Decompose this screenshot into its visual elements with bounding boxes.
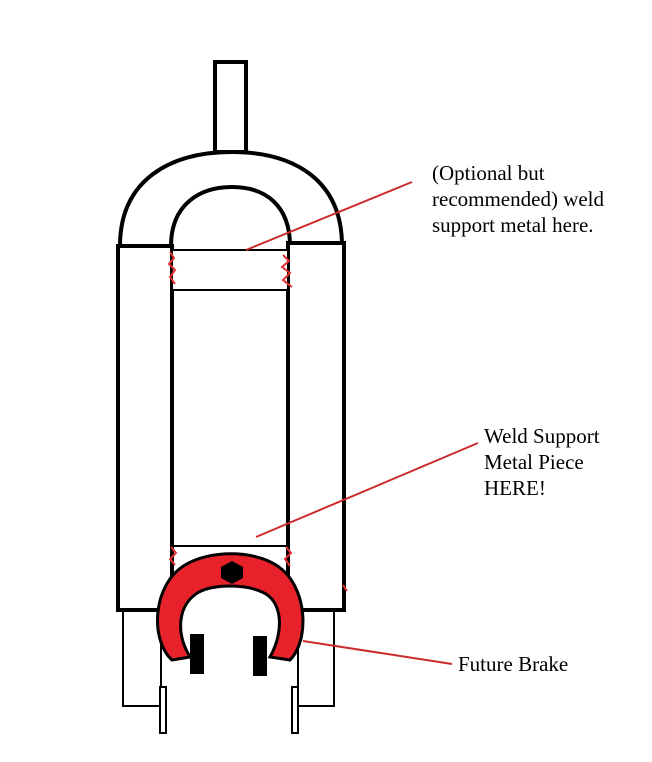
brake-arch bbox=[156, 552, 305, 662]
weld-marks bbox=[167, 251, 348, 592]
annotation-top-weld-line-3: support metal here. bbox=[432, 213, 594, 237]
right-dropout bbox=[291, 686, 299, 734]
weld-mark-side-right bbox=[342, 584, 348, 592]
right-brake-pad bbox=[253, 636, 267, 676]
weld-mark-bottom-right bbox=[283, 546, 293, 567]
leader-brake bbox=[302, 640, 453, 665]
left-brake-pad bbox=[190, 634, 204, 674]
top-support-plate bbox=[171, 249, 289, 291]
left-lower-leg bbox=[122, 609, 162, 707]
annotation-brake-line-1: Future Brake bbox=[458, 652, 569, 676]
annotation-middle-weld: Weld Support Metal Piece HERE! bbox=[484, 423, 600, 501]
leader-middle-weld bbox=[255, 442, 479, 538]
annotation-brake: Future Brake bbox=[458, 651, 568, 677]
left-upper-leg bbox=[116, 244, 174, 612]
annotation-top-weld: (Optional but recommended) weld support … bbox=[432, 160, 604, 238]
annotation-middle-weld-line-3: HERE! bbox=[484, 476, 546, 500]
weld-mark-top-left bbox=[167, 251, 177, 285]
brake-bolt-icon bbox=[221, 561, 243, 584]
annotation-top-weld-line-2: recommended) weld bbox=[432, 187, 605, 211]
weld-mark-top-right bbox=[280, 254, 293, 288]
annotation-middle-weld-line-1: Weld Support bbox=[484, 424, 600, 448]
steerer-tube bbox=[213, 60, 248, 154]
annotation-top-weld-line-1: (Optional but bbox=[432, 161, 545, 185]
right-upper-leg bbox=[286, 241, 346, 612]
annotation-middle-weld-line-2: Metal Piece bbox=[484, 450, 584, 474]
leader-top-weld bbox=[245, 181, 413, 251]
left-dropout bbox=[159, 686, 167, 734]
weld-mark-bottom-left bbox=[168, 546, 178, 566]
crown-arch bbox=[117, 149, 345, 248]
